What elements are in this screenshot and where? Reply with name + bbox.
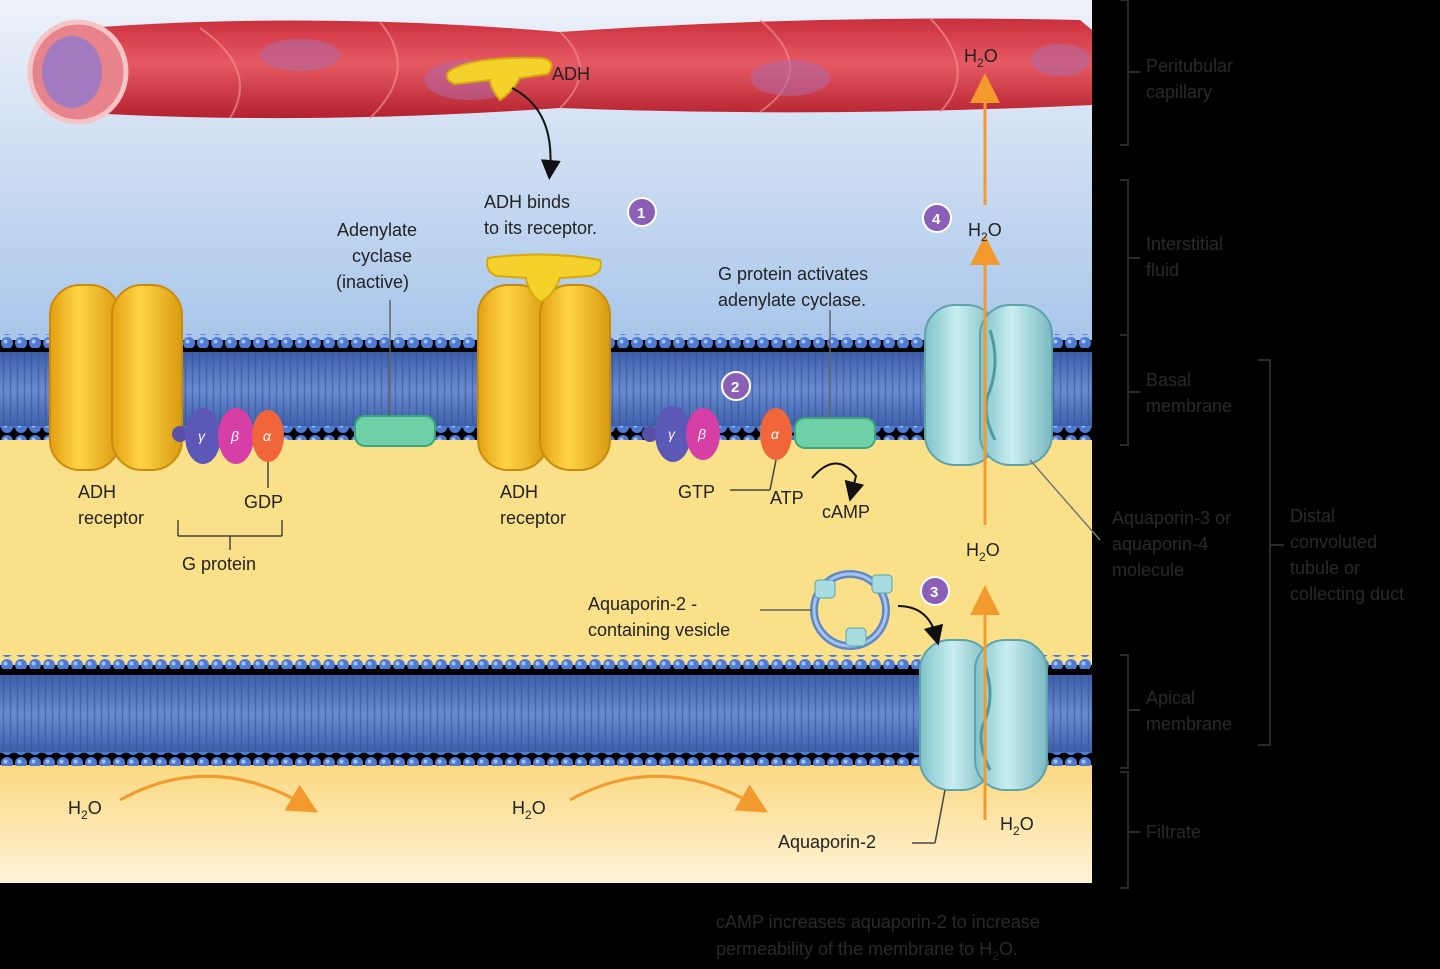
h2o-filtrate-middle: H2O (512, 798, 546, 822)
vesicle-label: Aquaporin-2 - containing vesicle (588, 594, 730, 640)
beta-subunit-left: β (230, 428, 239, 444)
aquaporin-3-4-basal (924, 304, 1053, 466)
cytoplasm-region (0, 440, 1092, 665)
h2o-filtrate-left: H2O (68, 798, 102, 822)
side-basal: Basal membrane (1146, 370, 1232, 416)
h2o-capillary: H2O (964, 46, 998, 70)
camp-label: cAMP (822, 502, 870, 522)
filtrate-region (0, 765, 1092, 883)
gamma-subunit-right: γ (668, 426, 676, 442)
h2o-cytoplasm: H2O (966, 540, 1000, 564)
adenylate-cyclase-label: Adenylate cyclase (inactive) (336, 220, 422, 292)
apical-membrane (0, 655, 1092, 766)
step1-label: ADH binds to its receptor. (484, 192, 597, 238)
adenylate-cyclase-inactive (354, 415, 436, 447)
g-protein-label: G protein (182, 554, 256, 574)
side-apical: Apical membrane (1146, 688, 1232, 734)
svg-text:4: 4 (932, 211, 941, 228)
adh-receptor-middle (477, 253, 611, 471)
side-aquaporin34: Aquaporin-3 or aquaporin-4 molecule (1112, 508, 1236, 580)
svg-text:1: 1 (637, 205, 645, 222)
alpha-subunit-right: α (771, 426, 780, 442)
aquaporin2-label: Aquaporin-2 (778, 832, 876, 852)
side-brackets (1120, 0, 1284, 889)
filtrate-flow-arrow-2 (569, 774, 768, 813)
step-badge-4: 4 (922, 203, 952, 233)
g-protein-right: γ β α (642, 406, 792, 462)
aquaporin-2-vesicle (810, 570, 893, 650)
svg-text:2: 2 (731, 379, 739, 396)
side-peritubular: Peritubular capillary (1146, 56, 1238, 102)
side-filtrate: Filtrate (1146, 822, 1201, 842)
step-badge-1: 1 (627, 197, 657, 227)
filtrate-flow-arrow-1 (119, 774, 318, 813)
step-badge-3: 3 (920, 576, 950, 606)
caption: cAMP increases aquaporin-2 to increase p… (716, 912, 1045, 963)
vesicle-fusion-arrow (897, 605, 944, 646)
side-distal: Distal convoluted tubule or collecting d… (1290, 506, 1404, 604)
atp-camp-arrow (811, 462, 865, 502)
gtp-label: GTP (678, 482, 715, 502)
svg-text:3: 3 (930, 584, 938, 601)
atp-label: ATP (770, 488, 804, 508)
step-badge-2: 2 (721, 371, 751, 401)
adh-label: ADH (552, 64, 590, 84)
step2-label: G protein activates adenylate cyclase. (718, 264, 873, 310)
gamma-subunit-left: γ (198, 428, 206, 444)
aquaporin-2-apical (919, 639, 1048, 791)
adh-receptor-middle-label: ADH receptor (500, 482, 566, 528)
gdp-label: GDP (244, 492, 283, 512)
alpha-subunit-left: α (263, 428, 272, 444)
adh-receptor-left (49, 284, 183, 471)
side-interstitial: Interstitial fluid (1146, 234, 1228, 280)
adh-receptor-left-label: ADH receptor (78, 482, 144, 528)
adenylate-cyclase-active (794, 417, 876, 449)
adh-binding-arrow (511, 87, 561, 180)
beta-subunit-right: β (697, 426, 706, 442)
h2o-interstitial: H2O (968, 220, 1002, 244)
h2o-filtrate-right: H2O (1000, 814, 1034, 838)
g-protein-left: γ β α (172, 408, 284, 464)
